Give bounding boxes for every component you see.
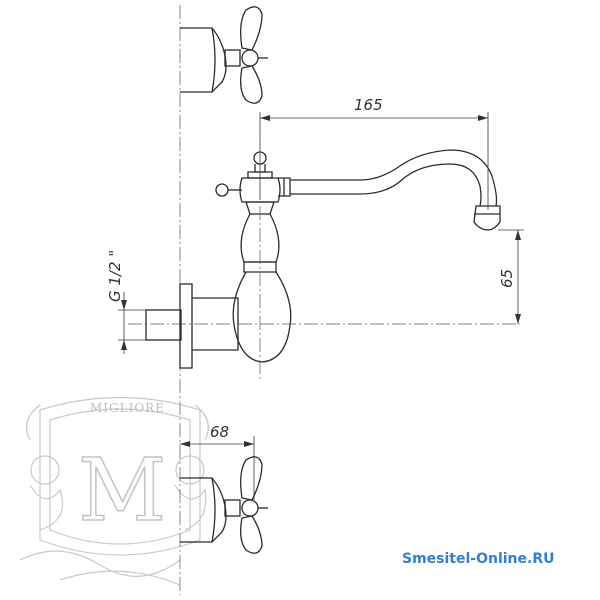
brand-watermark: M MIGLIORE (19, 396, 209, 586)
dim-thread-label: G 1/2 " (106, 250, 124, 302)
dim-wall-offset: 68 (180, 423, 255, 500)
top-valve-handle (180, 6, 268, 104)
dim-spout-height: 65 (498, 229, 524, 324)
bottom-valve-handle (180, 456, 268, 554)
dim-spout-reach-label: 165 (354, 96, 383, 114)
dim-spout-reach: 165 (259, 96, 489, 210)
site-url-label: Smesitel-Online.RU (402, 551, 555, 567)
watermark-brand-text: MIGLIORE (90, 401, 165, 415)
dim-thread: G 1/2 " (106, 250, 146, 354)
watermark-monogram: M (78, 441, 166, 541)
faucet-body (215, 149, 501, 363)
dim-spout-height-label: 65 (498, 269, 516, 288)
wall-inlet (145, 283, 239, 369)
dim-wall-offset-label: 68 (210, 423, 229, 441)
